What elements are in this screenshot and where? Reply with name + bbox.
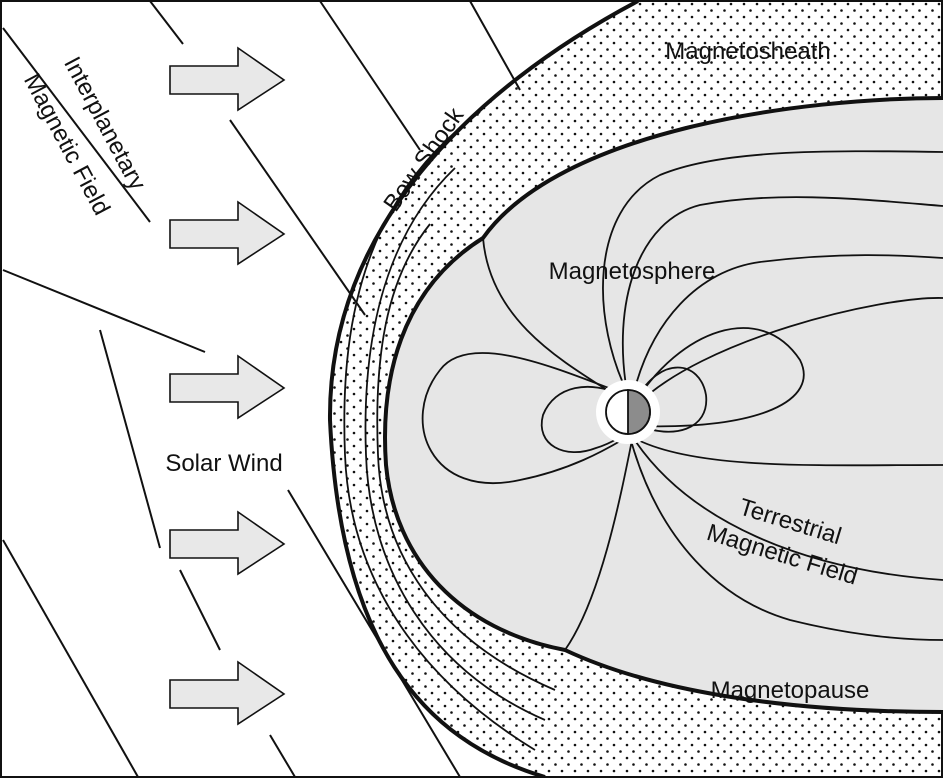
solar-wind-label: Solar Wind bbox=[165, 450, 282, 477]
magnetosheath-label: Magnetosheath bbox=[665, 38, 830, 65]
bow-shock-line bbox=[327, 0, 639, 778]
earth-night-side bbox=[627, 389, 651, 435]
magnetosphere-region bbox=[385, 98, 943, 712]
magnetopause-label: Magnetopause bbox=[711, 677, 870, 704]
solar-wind-arrow bbox=[169, 200, 286, 266]
terrestrial-field-lines bbox=[421, 150, 943, 651]
solar-wind-arrow bbox=[169, 354, 286, 420]
magnetopause-line bbox=[383, 96, 943, 714]
solar-wind-arrow bbox=[169, 510, 286, 576]
solar-wind-arrow bbox=[169, 660, 286, 726]
earth-icon bbox=[596, 380, 660, 444]
solar-wind-arrow bbox=[169, 46, 286, 112]
magnetosphere-label: Magnetosphere bbox=[549, 258, 716, 285]
solar-wind-arrows bbox=[169, 46, 286, 726]
